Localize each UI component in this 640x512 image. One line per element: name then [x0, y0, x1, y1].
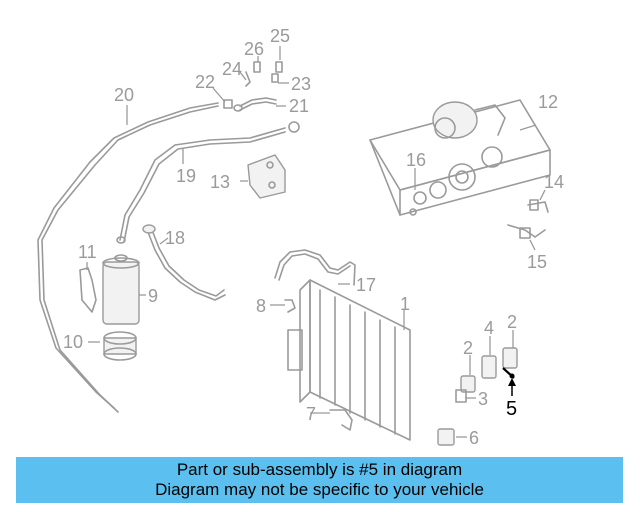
ac-line-19: [116, 121, 300, 244]
callout-4: 4: [484, 318, 494, 338]
callout-2a: 2: [463, 338, 473, 358]
callout-22: 22: [195, 72, 215, 92]
banner-line-2: Diagram may not be specific to your vehi…: [155, 480, 484, 499]
fittings-14-15: [507, 199, 549, 239]
compressor-assembly: [369, 99, 551, 216]
ac-line-17: [274, 249, 356, 286]
small-fittings: [223, 61, 283, 112]
receiver-drier: [102, 254, 140, 325]
callout-labels: 1 2 2 3 4 5 6 7 8 9 10 11 12 13 14 15 16…: [63, 26, 564, 448]
condenser: [287, 279, 411, 441]
clamp-10: [103, 331, 137, 361]
parts-diagram: 1 2 2 3 4 5 6 7 8 9 10 11 12 13 14 15 16…: [37, 26, 564, 448]
bracket-13: [247, 154, 286, 199]
callout-20: 20: [114, 85, 134, 105]
callout-11: 11: [78, 242, 97, 262]
callout-23: 23: [291, 74, 311, 94]
callout-13: 13: [210, 172, 230, 192]
callout-17: 17: [356, 275, 376, 295]
callout-5: 5: [506, 398, 517, 420]
banner-line-1: Part or sub-assembly is #5 in diagram: [176, 460, 463, 479]
callout-8: 8: [256, 296, 266, 316]
info-banner: Part or sub-assembly is #5 in diagram Di…: [16, 457, 623, 503]
callout-16: 16: [406, 150, 426, 170]
callout-10: 10: [63, 332, 83, 352]
valve-parts: [437, 347, 518, 446]
callout-18: 18: [165, 228, 185, 248]
ac-hose-20: [37, 102, 219, 413]
callout-15: 15: [527, 252, 547, 272]
bracket-11: [79, 267, 97, 313]
callout-7: 7: [306, 404, 316, 424]
callout-3: 3: [478, 389, 488, 409]
callout-9: 9: [148, 286, 158, 306]
callout-24: 24: [222, 59, 242, 79]
callout-12: 12: [538, 92, 558, 112]
callout-25: 25: [270, 26, 290, 46]
callout-2b: 2: [507, 312, 517, 332]
callout-19: 19: [176, 166, 196, 186]
callout-14: 14: [544, 172, 564, 192]
brackets-7-8: [284, 299, 353, 431]
callout-1: 1: [400, 294, 410, 314]
callout-26: 26: [244, 39, 264, 59]
callout-21: 21: [289, 96, 309, 116]
part-5-highlighted: [502, 367, 515, 379]
callout-6: 6: [469, 428, 479, 448]
leader-lines: [86, 46, 546, 438]
ac-hose-18: [142, 224, 226, 301]
